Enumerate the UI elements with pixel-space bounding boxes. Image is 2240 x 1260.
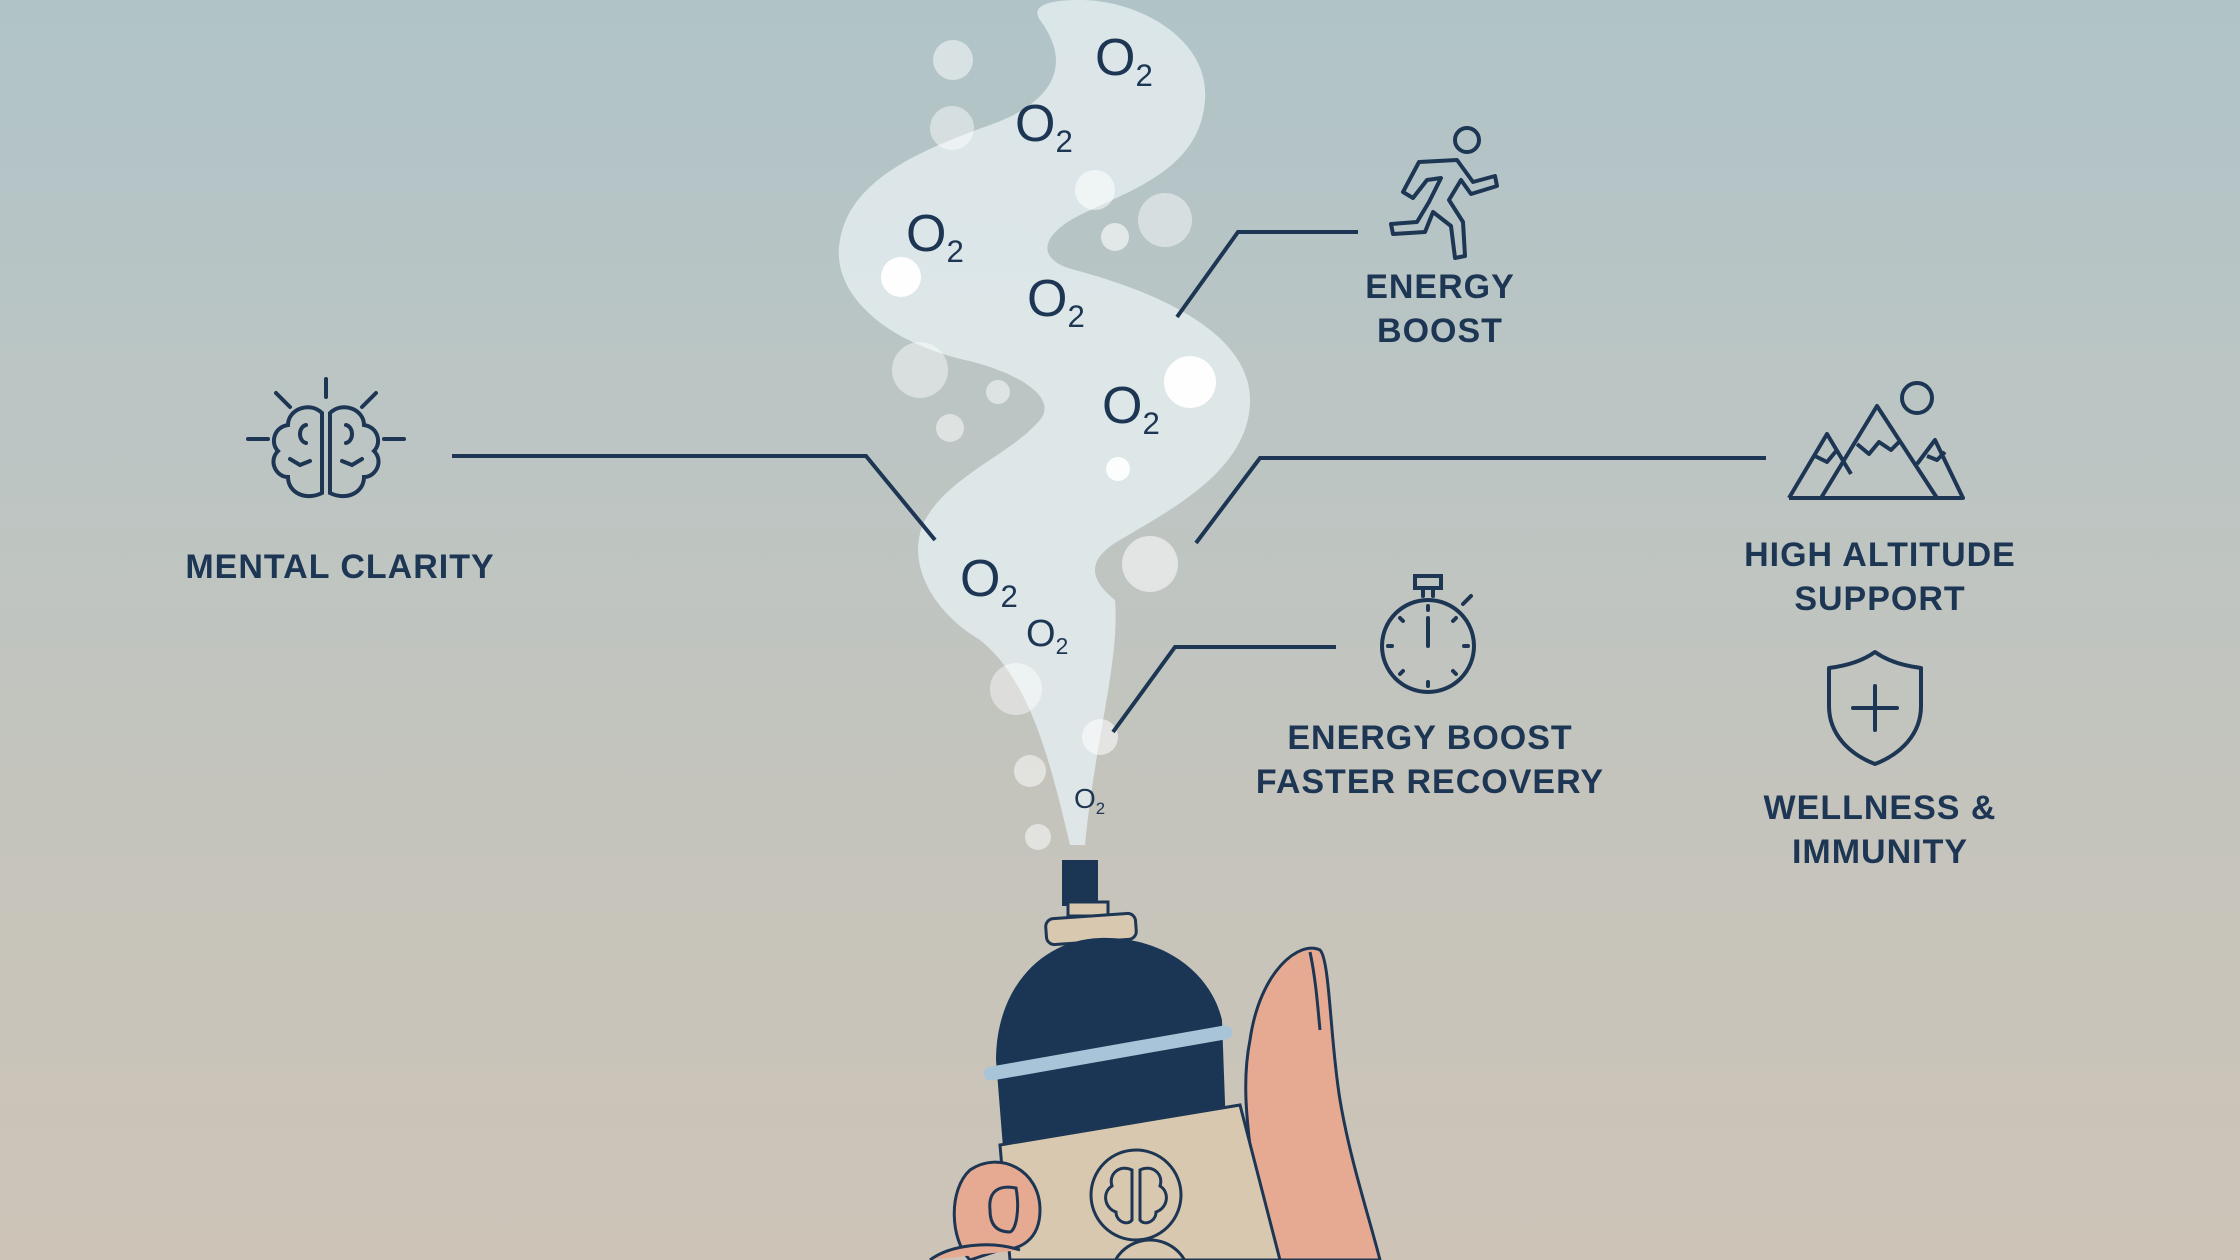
o2-label: O2 (1102, 377, 1160, 441)
shield-plus-icon (1827, 650, 1923, 766)
stopwatch-icon (1380, 574, 1476, 694)
o2-label: O2 (1095, 29, 1153, 93)
hand-finger (1244, 946, 1382, 1260)
mountain-icon (1787, 381, 1965, 500)
o2-label: O2 (1026, 613, 1069, 659)
o2-label: O2 (1027, 270, 1085, 334)
o2-label: O2 (1074, 783, 1106, 818)
connector-high-altitude (1194, 456, 1766, 545)
connector-recovery (1111, 645, 1336, 734)
o2-label: O2 (960, 550, 1018, 614)
o2-label: O2 (1015, 95, 1073, 159)
benefit-high-altitude: HIGH ALTITUDE SUPPORT (1744, 536, 2016, 618)
brain-icon (246, 377, 406, 499)
oxygen-spray-can (929, 860, 1382, 1260)
connector-energy-boost (1175, 230, 1358, 319)
benefit-recovery: ENERGY BOOST FASTER RECOVERY (1255, 719, 1605, 801)
o2-label: O2 (906, 205, 964, 269)
runner-icon (1389, 126, 1499, 260)
connector-mental-clarity (452, 454, 937, 542)
can-ring (983, 1025, 1233, 1081)
benefit-energy-boost: ENERGY BOOST (1365, 268, 1515, 350)
brain-badge-icon (1089, 1148, 1183, 1242)
benefit-wellness: WELLNESS & IMMUNITY (1763, 789, 1997, 871)
benefit-mental-clarity: MENTAL CLARITY (185, 548, 495, 586)
nozzle (1062, 860, 1098, 906)
lungs-badge-icon (1113, 1238, 1187, 1260)
